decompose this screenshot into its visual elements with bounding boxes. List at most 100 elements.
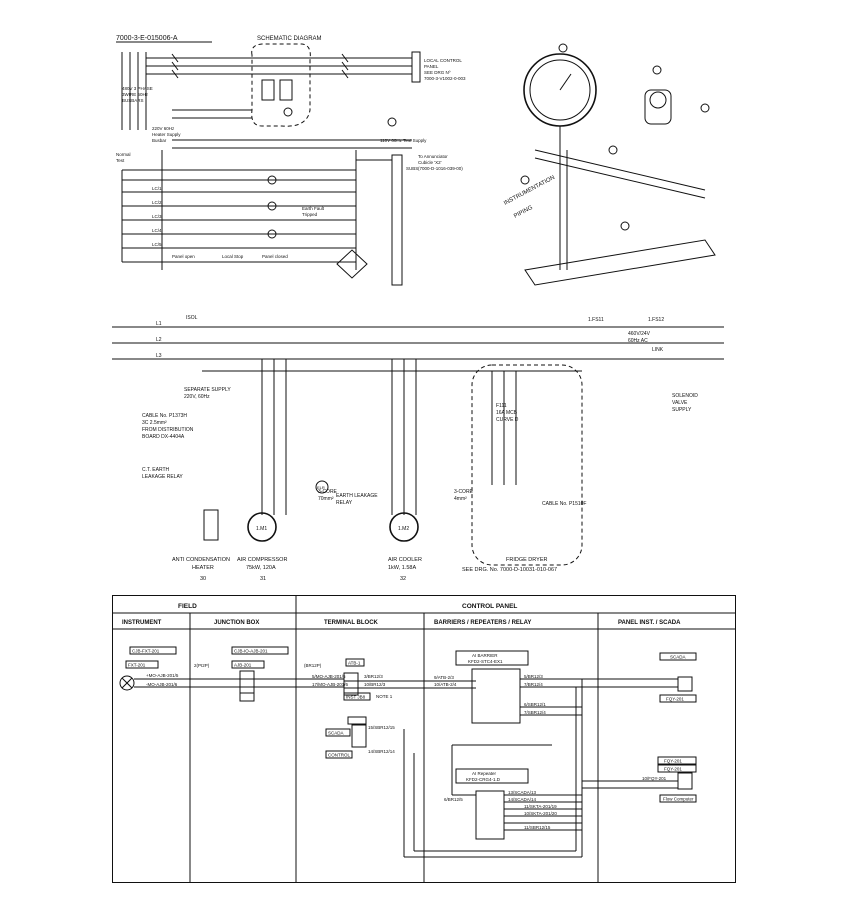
schematic-svg: 7000-3-E-015006-A SCHEMATIC DIAGRAM 480V…: [116, 35, 466, 286]
cable1-4: BOARD DX-4404A: [142, 434, 185, 440]
wire-5: 9/ATB-2/3: [434, 675, 454, 680]
jb-tag-2: AJB-201: [234, 663, 252, 668]
col-junction-box: JUNCTION BOX: [214, 620, 259, 626]
lc2-label: LC/2: [152, 200, 162, 205]
wire-3: 5/MO-AJB-201/5: [312, 674, 346, 679]
annunciator-3: (7000-D-1016-039-00): [418, 166, 463, 171]
scada-box: [659, 652, 697, 661]
load-name-compressor: AIR COMPRESSOR: [237, 557, 287, 563]
wire-br12p: (BR12P): [304, 663, 322, 668]
lc5-label: LC/5: [152, 242, 162, 247]
mcb-2: 16A MCB: [496, 410, 518, 416]
callout-balloons: [520, 43, 710, 231]
lc3-label: LC/3: [152, 214, 162, 219]
scada-label: SCADA: [670, 655, 686, 660]
annunciator-2: Cubicle 'X2': [418, 160, 442, 165]
three-core-1b: 70mm²: [318, 496, 334, 502]
local-panel-4: 7000-3-V1002-0-003: [424, 76, 466, 81]
ct-earth-1: C.T. EARTH: [142, 467, 170, 473]
incomer-l3: L3: [156, 353, 162, 359]
wire-19: 10/FQY-201: [642, 776, 667, 781]
test-label: Test: [116, 158, 125, 163]
local-stop-label: Local Stop: [222, 254, 244, 259]
transformer-label-1: 460V/24V: [628, 331, 651, 337]
highlight-enclosure: [251, 43, 311, 127]
feeder-breakers: [171, 53, 349, 79]
wire-18: 11/SBR12/15: [524, 825, 551, 830]
wire-2: -MO-AJB-201/6: [146, 682, 178, 687]
wire-10: 7/BR12/4: [524, 682, 543, 687]
barrier2-name: AI Repeater: [472, 771, 497, 776]
note-1: NOTE 1: [376, 694, 393, 699]
cable1-3: FROM DISTRIBUTION: [142, 427, 194, 433]
load-tag-compressor: 1.M1: [256, 526, 267, 532]
supply-label-1: 480V 3 PHASE: [122, 86, 153, 91]
lc4-label: LC/4: [152, 228, 162, 233]
wire-8: 10/BR12/3: [364, 682, 386, 687]
transformer-label-2: 60Hz AC: [628, 338, 648, 344]
fqy-box-3: [657, 764, 697, 773]
fuse-top-2: 1.FS12: [648, 317, 664, 323]
indicator-lamps: [267, 175, 277, 239]
main-pipe: [524, 239, 716, 286]
earth-relay-1: EARTH LEAKAGE: [336, 493, 378, 499]
wire-1: +MO-AJB-201/5: [146, 673, 179, 678]
fqy-box-2: [657, 756, 697, 765]
schematic-diagram-panel: 7000-3-E-015006-A SCHEMATIC DIAGRAM 480V…: [112, 30, 472, 295]
solenoid-1: SOLENOID: [672, 393, 698, 399]
barrier1-name: AI BARRIER: [472, 653, 498, 658]
local-panel-3: SEE DRG Nº: [424, 70, 451, 75]
ct-earth-2: LEAKAGE RELAY: [142, 474, 183, 480]
piping-label: PIPING: [513, 205, 534, 220]
mcb-1: F111: [496, 403, 507, 409]
load-name-cooler: AIR COOLER: [388, 557, 422, 563]
wire-13: 14/SCADA/14: [508, 797, 537, 802]
isolator-label: ISOL: [186, 315, 198, 321]
earth-relay-2: RELAY: [336, 500, 353, 506]
solenoid-2: VALVE: [672, 400, 688, 406]
incomer-l2: L2: [156, 337, 162, 343]
solenoid-3: SUPPLY: [672, 407, 692, 413]
instrument-isometric-panel: INSTRUMENTATION PIPING: [503, 40, 720, 310]
separate-supply-1: SEPARATE SUPPLY: [184, 387, 231, 393]
loop-field-header: FIELD: [178, 603, 197, 610]
tb-tag-scada: SCADA: [328, 731, 344, 736]
wire-15: 10/SKTA-201/20: [524, 811, 557, 816]
fridge-dryer-enclosure: [471, 364, 583, 566]
normal-label: Normal: [116, 152, 131, 157]
loop-svg: FIELD CONTROL PANEL INSTRUMENT JUNCTION …: [112, 595, 736, 883]
wire-14: 11/SKTA-201/19: [524, 804, 557, 809]
cable1-1: CABLE No. P1373H: [142, 413, 187, 419]
col-panel-inst: PANEL INST. / SCADA: [618, 620, 681, 626]
wire-11: 6/BR12/5: [444, 797, 463, 802]
barrier-1-label-box: [455, 650, 529, 666]
wire-4: 17/MO-AJB-201/6: [312, 682, 349, 687]
load-num-cooler: 32: [400, 576, 406, 582]
load-num-compressor: 31: [260, 576, 266, 582]
power-distribution-panel: L1 L2 L3 ISOL 1.FS11 1.FS12 460V/24V 60H…: [112, 305, 724, 585]
fqy-label-1: FQY-201: [666, 697, 684, 702]
wire-20: 6/SBR12/1: [524, 702, 546, 707]
barrier-1-body: [471, 668, 521, 724]
schematic-title: SCHEMATIC DIAGRAM: [257, 36, 322, 42]
feeder-drops: [261, 359, 517, 515]
load-num-heater: 30: [200, 576, 206, 582]
tb-tag-control: CONTROL: [328, 753, 350, 758]
fqy-label-2: FQY-201: [664, 759, 682, 764]
wire-17: 15/SBR12/15: [368, 725, 395, 730]
wire-6: 10/ATB-2/4: [434, 682, 457, 687]
wire-9: 5/BR12/3: [524, 674, 543, 679]
separate-supply-2: 220V, 60Hz: [184, 394, 210, 400]
supply-label-2: 3WIRE 60Hz: [122, 92, 149, 97]
incomer-l1: L1: [156, 321, 162, 327]
wire-12: 13/SCADA/13: [508, 790, 537, 795]
instrumentation-label: INSTRUMENTATION: [503, 175, 556, 207]
instrument-tag-2: FXT-201: [128, 663, 146, 668]
supply-label-3: BUSBARS: [122, 98, 144, 103]
load-sub-dryer: SEE DRG. No. 7000-D-10031-010-067: [462, 567, 557, 573]
test-supply-label: 110V 60Hz Test Supply: [380, 138, 427, 143]
load-name-dryer: FRIDGE DRYER: [506, 557, 547, 563]
col-terminal-block: TERMINAL BLOCK: [324, 620, 379, 626]
local-panel-2: PANEL: [424, 64, 439, 69]
fqy-box-1: [659, 694, 697, 703]
